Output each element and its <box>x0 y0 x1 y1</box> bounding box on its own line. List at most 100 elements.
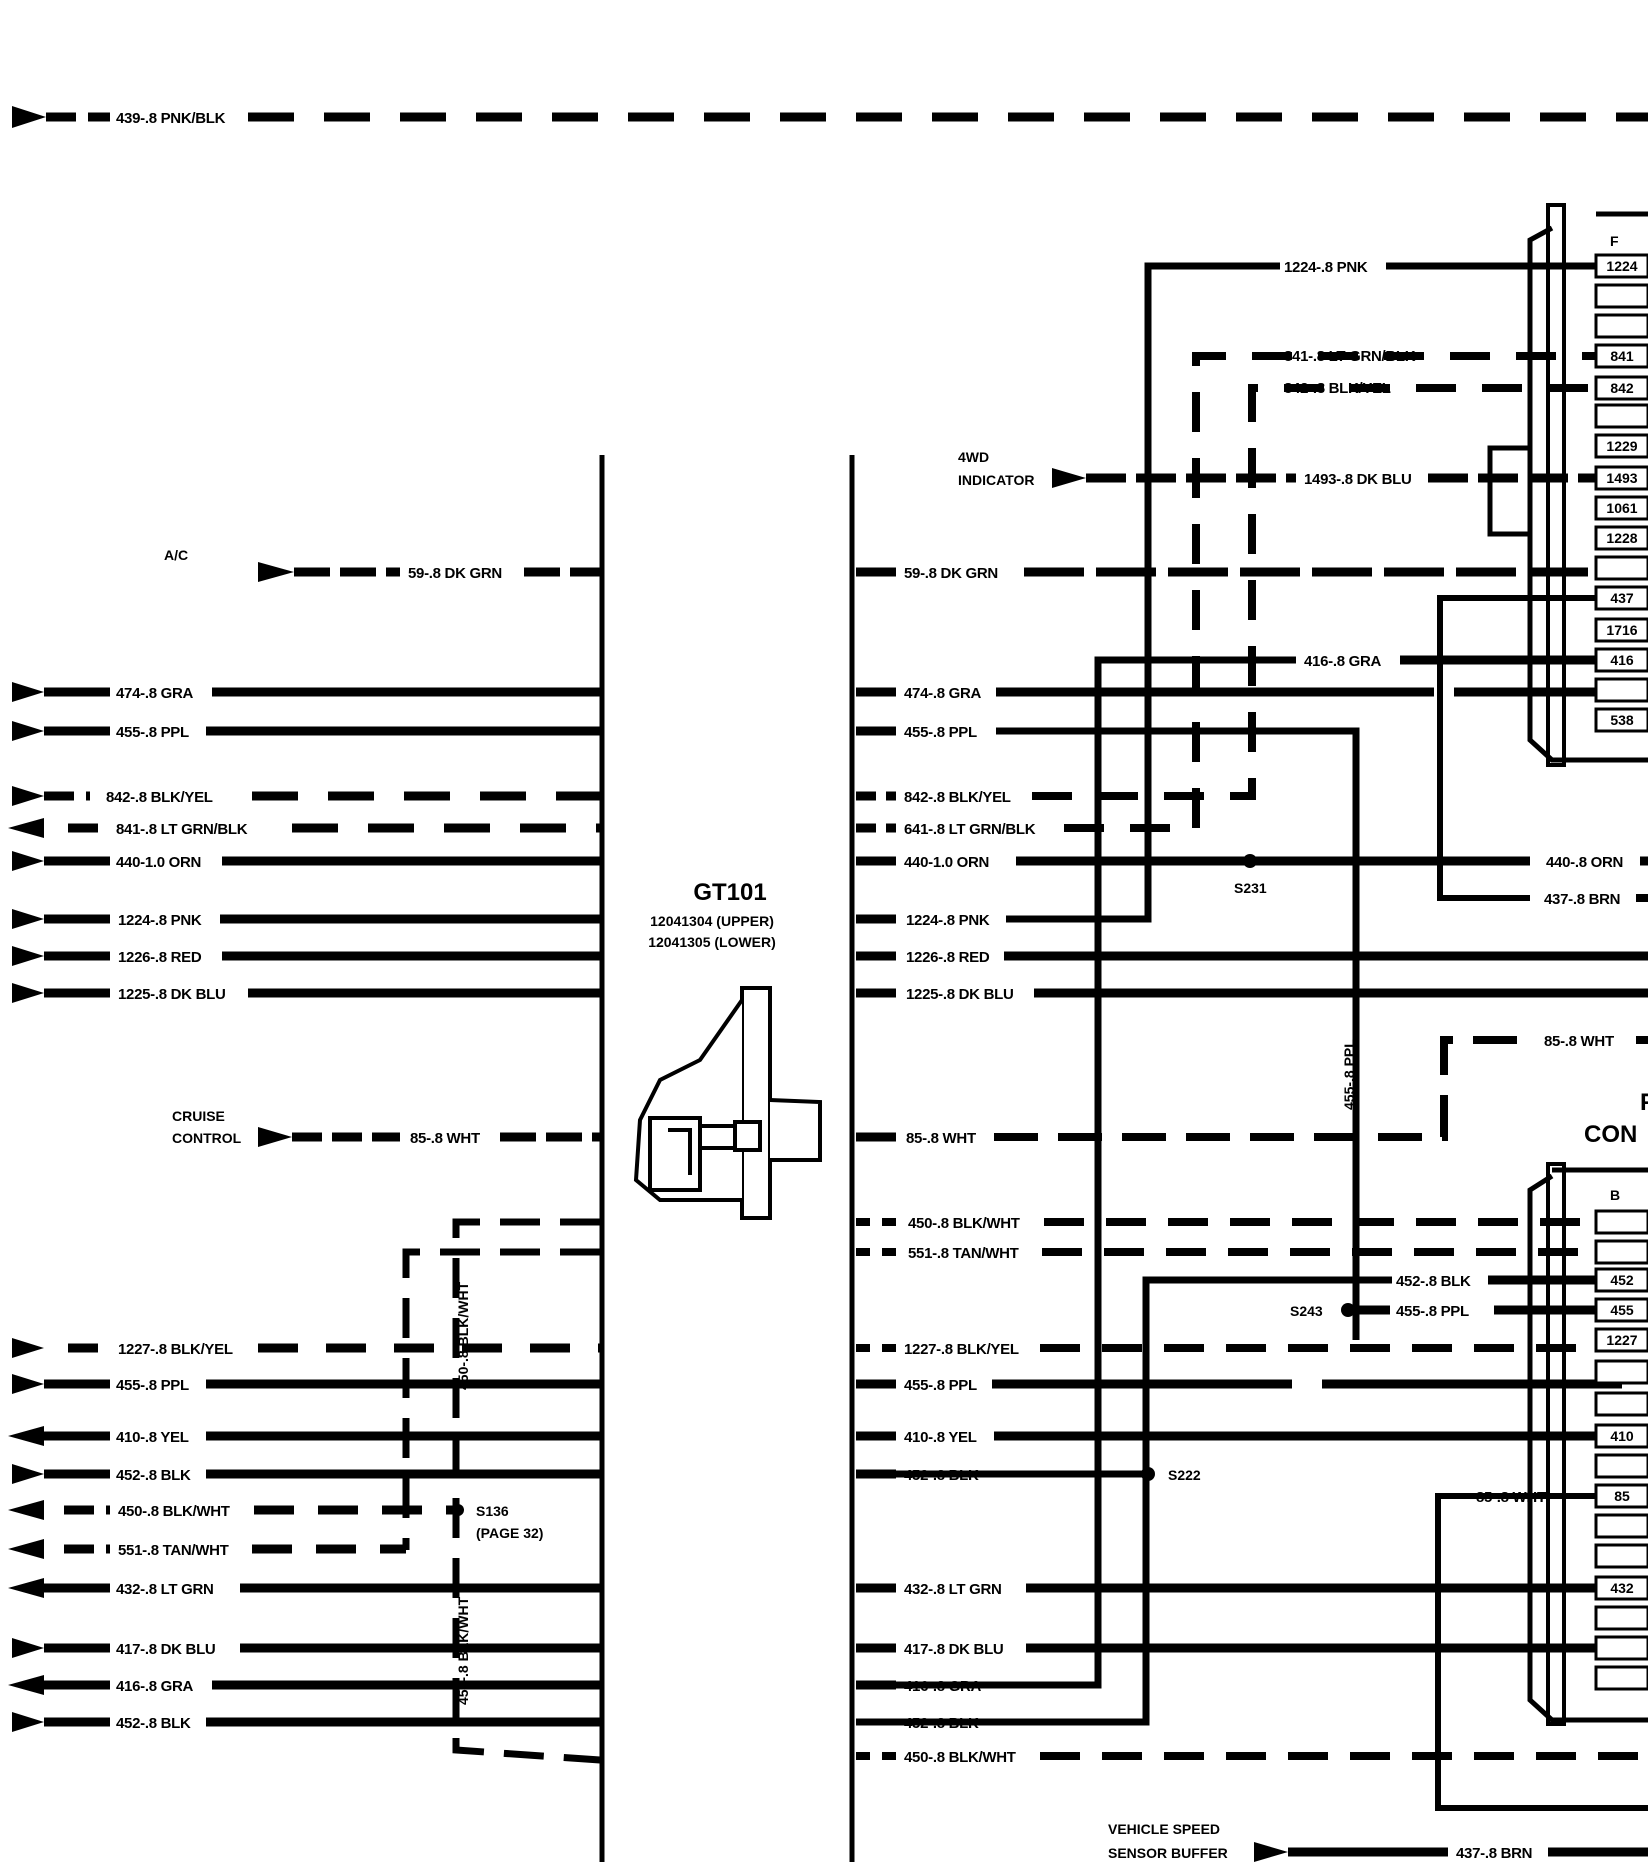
right-label-59: 59-.8 DK GRN <box>904 565 998 582</box>
f-pin-label: 1493 <box>1606 470 1637 486</box>
right-label-841: 641-.8 LT GRN/BLK <box>904 821 1036 838</box>
module-label-1: F <box>1640 1089 1648 1116</box>
far-label-1224: 1224-.8 PNK <box>1284 259 1368 276</box>
right-label-455b: 455-.8 PPL <box>904 1377 977 1394</box>
connector-name: GT101 <box>693 879 766 906</box>
f-cavity <box>1594 525 1648 551</box>
f-pin-label: 1228 <box>1606 530 1637 546</box>
right-label-455: 455-.8 PPL <box>904 724 977 741</box>
source-ac: A/C <box>164 547 188 563</box>
right-label-410: 410-.8 YEL <box>904 1429 977 1446</box>
far-label-85: 85-.8 WHT <box>1544 1033 1614 1050</box>
source-cruise-2: CONTROL <box>172 1130 242 1146</box>
b-cavity <box>1594 1543 1648 1569</box>
source-cruise-1: CRUISE <box>172 1108 225 1124</box>
far-label-85b: 85-.8 WHT <box>1476 1489 1546 1506</box>
b-pin-label: 1227 <box>1606 1332 1637 1348</box>
b-cavity <box>1594 1359 1648 1385</box>
b-cavity <box>1594 1605 1648 1631</box>
left-label-842: 842-.8 BLK/YEL <box>106 789 213 806</box>
far-label-452: 452-.8 BLK <box>1396 1273 1471 1290</box>
right-label-1227: 1227-.8 BLK/YEL <box>904 1341 1019 1358</box>
left-label-440: 440-1.0 ORN <box>116 854 201 871</box>
source-4wd-1: 4WD <box>958 449 989 465</box>
right-label-450: 450-.8 BLK/WHT <box>908 1215 1020 1232</box>
connector-part-lower: 12041305 (LOWER) <box>648 934 776 950</box>
module-connector-b: B <box>1527 1162 1648 1726</box>
label-439: 439-.8 PNK/BLK <box>116 110 226 127</box>
b-cavity <box>1594 1297 1648 1323</box>
vert-label-450-upper: 450-.8 BLK/WHT <box>455 1281 471 1390</box>
f-pin-label: 538 <box>1610 712 1634 728</box>
right-label-1226: 1226-.8 RED <box>906 949 990 966</box>
f-cavity <box>1594 617 1648 643</box>
f-cavity <box>1594 313 1648 339</box>
b-cavity <box>1594 1513 1648 1539</box>
right-label-440: 440-1.0 ORN <box>904 854 989 871</box>
f-cavity <box>1594 253 1648 279</box>
left-label-450: 450-.8 BLK/WHT <box>118 1503 230 1520</box>
far-label-437: 437-.8 BRN <box>1544 891 1620 908</box>
far-label-842: 842-.8 BLK/YEL <box>1284 380 1391 397</box>
splice-s243 <box>1341 1303 1355 1317</box>
b-cavity <box>1594 1575 1648 1601</box>
f-pin-label: 1716 <box>1606 622 1637 638</box>
f-cavity <box>1594 343 1648 369</box>
right-label-1224: 1224-.8 PNK <box>906 912 990 929</box>
connector-part-upper: 12041304 (UPPER) <box>650 913 774 929</box>
left-label-1227: 1227-.8 BLK/YEL <box>118 1341 233 1358</box>
left-label-452: 452-.8 BLK <box>116 1467 191 1484</box>
left-label-417: 417-.8 DK BLU <box>116 1641 215 1658</box>
left-label-1225: 1225-.8 DK BLU <box>118 986 226 1003</box>
far-label-440: 440-.8 ORN <box>1546 854 1623 871</box>
right-label-416: 416-.8 GRA <box>904 1678 981 1695</box>
b-pin-label: 452 <box>1610 1272 1634 1288</box>
left-label-410: 410-.8 YEL <box>116 1429 189 1446</box>
f-cavity <box>1594 465 1648 491</box>
f-cavity <box>1594 375 1648 401</box>
splice-s136-ref: (PAGE 32) <box>476 1525 543 1541</box>
splice-s231-label: S231 <box>1234 880 1267 896</box>
b-cavity <box>1594 1453 1648 1479</box>
f-pin-label: 842 <box>1610 380 1634 396</box>
module-conn-f-label: F <box>1610 233 1619 249</box>
b-pin-label: 455 <box>1610 1302 1634 1318</box>
left-label-455: 455-.8 PPL <box>116 724 189 741</box>
b-cavity <box>1594 1635 1648 1661</box>
splice-s243-label: S243 <box>1290 1303 1323 1319</box>
left-label-551: 551-.8 TAN/WHT <box>118 1542 229 1559</box>
top-wire-439: 439-.8 PNK/BLK <box>12 106 1648 128</box>
right-label-1225: 1225-.8 DK BLU <box>906 986 1014 1003</box>
left-label-841: 841-.8 LT GRN/BLK <box>116 821 248 838</box>
f-cavity <box>1594 707 1648 733</box>
left-label-474: 474-.8 GRA <box>116 685 193 702</box>
far-label-1493: 1493-.8 DK BLU <box>1304 471 1412 488</box>
b-cavity <box>1594 1665 1648 1691</box>
right-label-551: 551-.8 TAN/WHT <box>908 1245 1019 1262</box>
splice-s136-label: S136 <box>476 1503 509 1519</box>
f-cavity <box>1594 677 1648 703</box>
left-label-452b: 452-.8 BLK <box>116 1715 191 1732</box>
f-pin-label: 1229 <box>1606 438 1637 454</box>
b-cavity <box>1594 1209 1648 1235</box>
source-vss-2: SENSOR BUFFER <box>1108 1845 1228 1861</box>
b-cavity <box>1594 1423 1648 1449</box>
connector-illustration <box>633 986 822 1220</box>
f-pin-label: 437 <box>1610 590 1634 606</box>
left-label-416: 416-.8 GRA <box>116 1678 193 1695</box>
splice-s231 <box>1243 854 1257 868</box>
b-cavity <box>1594 1267 1648 1293</box>
left-label-1226: 1226-.8 RED <box>118 949 202 966</box>
right-label-452b: 452-.8 BLK <box>904 1715 979 1732</box>
source-4wd-2: INDICATOR <box>958 472 1034 488</box>
right-label-452: 452-.8 BLK <box>904 1467 979 1484</box>
left-label-59: 59-.8 DK GRN <box>408 565 502 582</box>
f-pin-label: 841 <box>1610 348 1634 364</box>
far-label-416: 416-.8 GRA <box>1304 653 1381 670</box>
module-label-2: CON <box>1584 1121 1637 1148</box>
right-label-85: 85-.8 WHT <box>906 1130 976 1147</box>
right-label-417: 417-.8 DK BLU <box>904 1641 1003 1658</box>
